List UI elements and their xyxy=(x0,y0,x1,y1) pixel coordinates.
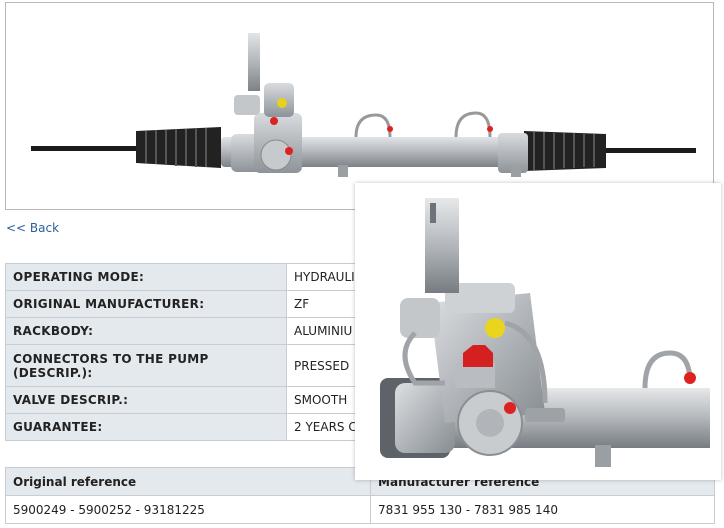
pipe xyxy=(504,320,548,404)
valve-body xyxy=(234,83,302,173)
spec-row: GUARANTEE: 2 YEARS C xyxy=(5,413,400,441)
original-reference-header: Original reference xyxy=(4,467,372,496)
valve-closeup-illustration xyxy=(380,198,710,467)
spec-label: VALVE DESCRIP.: xyxy=(5,386,287,414)
right-bellows xyxy=(524,131,606,171)
pipe xyxy=(354,113,392,138)
spec-label: GUARANTEE: xyxy=(5,413,287,441)
valve-housing xyxy=(400,283,545,456)
spec-row: RACKBODY: ALUMINIU xyxy=(5,317,400,345)
spec-row: OPERATING MODE: HYDRAULI xyxy=(5,263,400,291)
mount-tab xyxy=(595,445,611,467)
pipe xyxy=(454,111,492,138)
spec-row: VALVE DESCRIP.: SMOOTH xyxy=(5,386,400,414)
spec-label: CONNECTORS TO THE PUMP (DESCRIP.): xyxy=(5,344,287,387)
red-cap xyxy=(463,345,493,367)
left-bellows xyxy=(136,127,221,168)
back-link[interactable]: << Back xyxy=(6,221,60,235)
right-tie-rod xyxy=(602,148,696,153)
product-image[interactable] xyxy=(5,2,714,210)
spec-label: OPERATING MODE: xyxy=(5,263,287,291)
zoom-preview-image[interactable] xyxy=(355,183,721,480)
spec-label: ORIGINAL MANUFACTURER: xyxy=(5,290,287,318)
spec-row: ORIGINAL MANUFACTURER: ZF xyxy=(5,290,400,318)
steering-rack-illustration xyxy=(31,33,696,177)
spec-label: RACKBODY: xyxy=(5,317,287,345)
yellow-cap xyxy=(485,318,505,338)
left-tie-rod xyxy=(31,146,141,151)
input-shaft xyxy=(248,33,260,91)
specs-table: OPERATING MODE: HYDRAULI ORIGINAL MANUFA… xyxy=(5,263,400,441)
references-row: 5900249 - 5900252 - 93181225 7831 955 13… xyxy=(4,495,715,524)
spec-row: CONNECTORS TO THE PUMP (DESCRIP.): PRESS… xyxy=(5,344,400,387)
original-reference-value: 5900249 - 5900252 - 93181225 xyxy=(4,495,372,524)
manufacturer-reference-value: 7831 955 130 - 7831 985 140 xyxy=(370,495,715,524)
pipe xyxy=(642,350,693,389)
